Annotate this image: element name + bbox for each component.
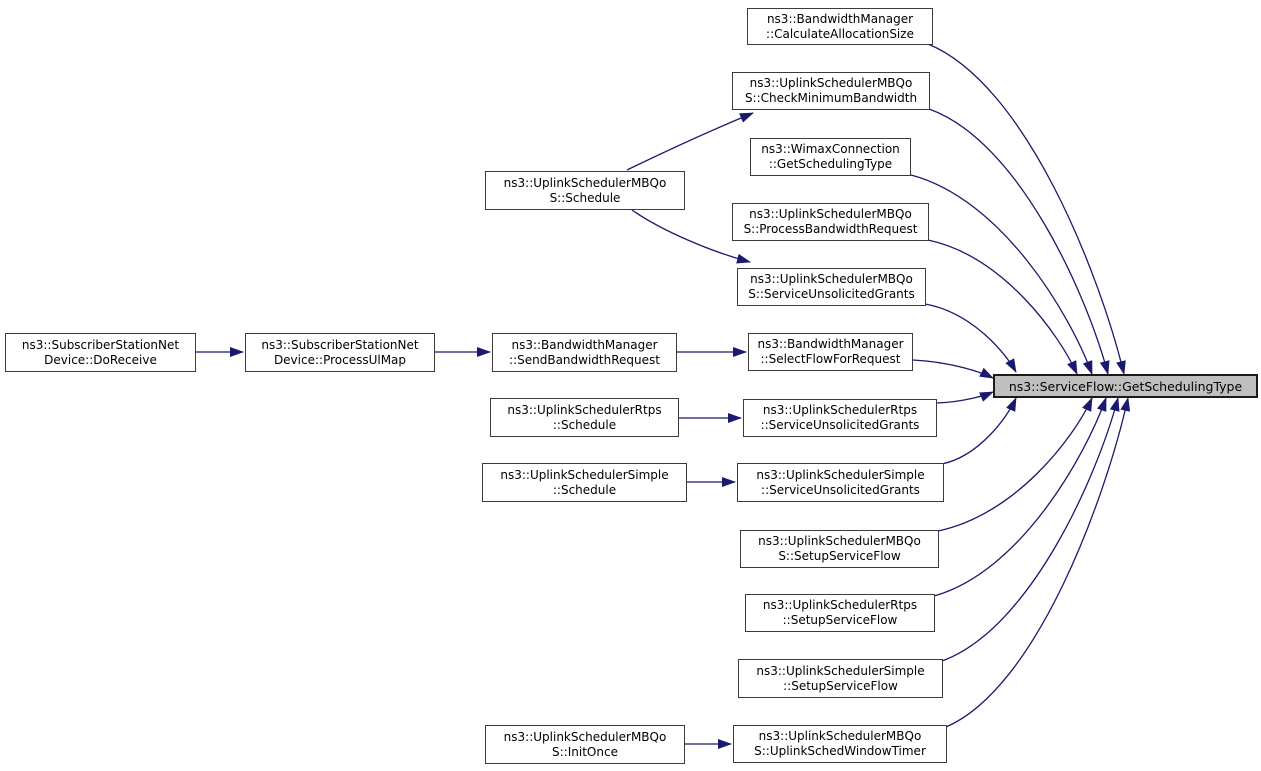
node-mbqos-schedule[interactable]: ns3::UplinkSchedulerMBQo S::Schedule xyxy=(485,171,685,210)
edge-mbqos-service-unsolicited-grants-to-get-scheduling-type xyxy=(924,303,1017,373)
node-rtps-service-unsolicited-grants[interactable]: ns3::UplinkSchedulerRtps ::ServiceUnsoli… xyxy=(743,399,937,437)
node-mbqos-setup-service-flow[interactable]: ns3::UplinkSchedulerMBQo S::SetupService… xyxy=(740,530,939,568)
node-simple-setup-service-flow[interactable]: ns3::UplinkSchedulerSimple ::SetupServic… xyxy=(738,659,943,698)
node-process-ul-map[interactable]: ns3::SubscriberStationNet Device::Proces… xyxy=(245,333,435,372)
node-simple-schedule[interactable]: ns3::UplinkSchedulerSimple ::Schedule xyxy=(482,463,687,502)
edge-rtps-setup-service-flow-to-get-scheduling-type xyxy=(933,397,1107,597)
node-rtps-setup-service-flow[interactable]: ns3::UplinkSchedulerRtps ::SetupServiceF… xyxy=(745,594,935,632)
node-get-scheduling-type[interactable]: ns3::ServiceFlow::GetSchedulingType xyxy=(993,374,1258,398)
edge-simple-service-unsolicited-grants-to-get-scheduling-type xyxy=(941,397,1017,465)
node-simple-service-unsolicited-grants[interactable]: ns3::UplinkSchedulerSimple ::ServiceUnso… xyxy=(737,463,944,502)
edge-mbqos-setup-service-flow-to-get-scheduling-type xyxy=(937,397,1093,532)
node-process-bandwidth-request[interactable]: ns3::UplinkSchedulerMBQo S::ProcessBandw… xyxy=(732,203,929,241)
node-send-bandwidth-request[interactable]: ns3::BandwidthManager ::SendBandwidthReq… xyxy=(492,333,677,372)
edge-mbqos-schedule-to-mbqos-service-unsolicited-grants xyxy=(631,209,751,264)
node-rtps-schedule[interactable]: ns3::UplinkSchedulerRtps ::Schedule xyxy=(490,398,679,437)
edge-rtps-service-unsolicited-grants-to-get-scheduling-type xyxy=(935,391,994,404)
node-uplink-sched-window-timer[interactable]: ns3::UplinkSchedulerMBQo S::UplinkSchedW… xyxy=(733,725,947,763)
node-do-receive[interactable]: ns3::SubscriberStationNet Device::DoRece… xyxy=(5,333,196,372)
node-calculate-allocation-size[interactable]: ns3::BandwidthManager ::CalculateAllocat… xyxy=(747,8,933,45)
edge-calculate-allocation-size-to-get-scheduling-type xyxy=(927,43,1126,375)
edge-mbqos-schedule-to-check-minimum-bandwidth xyxy=(626,112,754,171)
edge-wimax-get-scheduling-type-to-get-scheduling-type xyxy=(910,174,1093,375)
node-wimax-get-scheduling-type[interactable]: ns3::WimaxConnection ::GetSchedulingType xyxy=(750,138,911,176)
edge-select-flow-for-request-to-get-scheduling-type xyxy=(912,359,994,379)
edge-check-minimum-bandwidth-to-get-scheduling-type xyxy=(928,108,1110,375)
node-mbqos-init-once[interactable]: ns3::UplinkSchedulerMBQo S::InitOnce xyxy=(485,725,685,764)
call-edges xyxy=(196,43,1131,749)
node-check-minimum-bandwidth[interactable]: ns3::UplinkSchedulerMBQo S::CheckMinimum… xyxy=(732,72,930,110)
node-mbqos-service-unsolicited-grants[interactable]: ns3::UplinkSchedulerMBQo S::ServiceUnsol… xyxy=(737,268,926,306)
node-select-flow-for-request[interactable]: ns3::BandwidthManager ::SelectFlowForReq… xyxy=(748,333,913,371)
edge-simple-setup-service-flow-to-get-scheduling-type xyxy=(941,397,1120,662)
edge-process-bandwidth-request-to-get-scheduling-type xyxy=(927,239,1078,375)
edge-uplink-sched-window-timer-to-get-scheduling-type xyxy=(945,397,1131,728)
